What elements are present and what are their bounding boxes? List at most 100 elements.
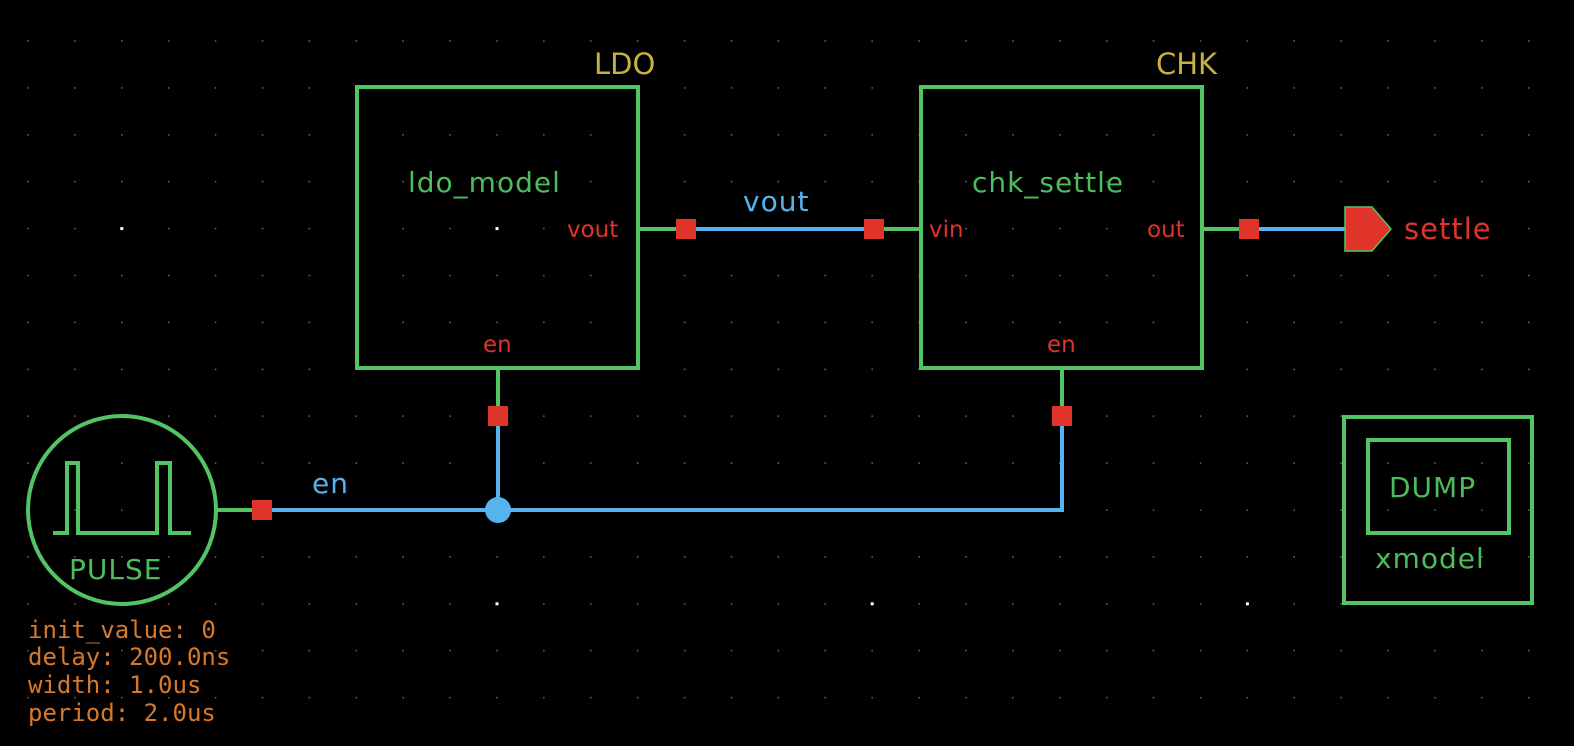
dump-outer-box[interactable] <box>1342 415 1534 605</box>
grid-dot <box>1340 556 1342 558</box>
grid-dot <box>261 462 264 464</box>
instance-ldo[interactable]: LDO ldo_model vout en <box>355 47 686 416</box>
grid-dot <box>871 556 873 558</box>
grid-dot <box>730 40 733 42</box>
grid-dot <box>308 87 311 89</box>
grid-dot <box>1012 462 1014 464</box>
grid-dot <box>1481 321 1483 324</box>
grid-dot <box>1152 649 1155 652</box>
grid-dot <box>27 603 29 605</box>
grid-dot <box>1059 40 1061 42</box>
grid-dot <box>730 274 733 277</box>
grid-dot <box>871 649 873 652</box>
grid-dot <box>1481 274 1483 277</box>
grid-dot <box>402 462 404 464</box>
instance-pulse[interactable]: PULSE init_value: 0 delay: 200.0ns width… <box>26 414 262 727</box>
grid-dot <box>27 180 29 183</box>
grid-dot <box>543 180 545 183</box>
grid-dot <box>27 556 29 558</box>
grid-dot <box>1293 134 1295 136</box>
grid-dot <box>1434 87 1436 89</box>
grid-dot <box>730 603 733 605</box>
instance-name-ldo: LDO <box>594 47 655 81</box>
grid-dot <box>214 649 217 652</box>
grid-dot <box>27 368 29 371</box>
grid-dot <box>1152 696 1155 699</box>
grid-dot <box>1528 556 1530 558</box>
grid-dot <box>824 180 826 183</box>
grid-dot <box>1106 227 1108 230</box>
grid-dot <box>543 134 545 136</box>
grid-dot <box>1387 556 1389 558</box>
pin-marker-ldo-en[interactable] <box>488 406 508 426</box>
dump-label: DUMP <box>1389 471 1476 504</box>
grid-dot <box>1481 87 1483 89</box>
net-label-en: en <box>312 467 349 500</box>
grid-dot <box>1481 134 1483 136</box>
wire-en-main[interactable] <box>262 416 1064 512</box>
grid-dot <box>449 134 451 136</box>
grid-dot <box>27 321 29 324</box>
net-vout[interactable]: vout <box>686 185 874 231</box>
grid-dot <box>121 556 123 558</box>
grid-dot <box>1059 603 1061 605</box>
pin-marker-ldo-vout[interactable] <box>676 219 696 239</box>
grid-dot <box>1246 649 1249 652</box>
grid-dot <box>1387 696 1389 699</box>
grid-dot <box>871 180 873 183</box>
port-settle[interactable]: settle <box>1344 206 1492 252</box>
grid-dot <box>214 368 217 371</box>
grid-dot <box>1528 134 1530 136</box>
grid-major-dot <box>870 602 874 606</box>
grid-dot <box>1481 649 1483 652</box>
grid-dot <box>1152 40 1155 42</box>
grid-dot <box>214 227 217 230</box>
grid-dot <box>1340 40 1342 42</box>
pin-marker-chk-vin[interactable] <box>864 219 884 239</box>
grid-dot <box>167 415 170 417</box>
grid-dot <box>261 227 264 230</box>
grid-dot <box>1528 321 1530 324</box>
grid-dot <box>777 649 780 652</box>
grid-dot <box>355 556 358 558</box>
grid-dot <box>590 415 592 417</box>
pin-marker-chk-en[interactable] <box>1052 406 1072 426</box>
grid-dot <box>1481 40 1483 42</box>
grid-dot <box>1246 321 1249 324</box>
grid-dot <box>261 134 264 136</box>
grid-dot <box>1106 180 1108 183</box>
grid-dot <box>1481 368 1483 371</box>
grid-dot <box>730 134 733 136</box>
grid-dot <box>1152 180 1155 183</box>
grid-dot <box>1528 274 1530 277</box>
instance-chk[interactable]: CHK chk_settle vin out en <box>874 47 1249 416</box>
output-pin-icon[interactable] <box>1344 206 1392 252</box>
pin-marker-pulse-out[interactable] <box>252 500 272 520</box>
grid-dot <box>1012 180 1014 183</box>
instance-dump[interactable]: DUMP xmodel <box>1342 415 1534 605</box>
grid-dot <box>402 227 404 230</box>
grid-dot <box>214 415 217 417</box>
grid-dot <box>1199 415 1202 417</box>
grid-dot <box>965 274 967 277</box>
grid-dot <box>590 649 592 652</box>
grid-dot <box>918 40 920 42</box>
grid-dot <box>27 134 29 136</box>
grid-dot <box>918 696 920 699</box>
grid-dot <box>1340 321 1342 324</box>
grid-dot <box>590 603 592 605</box>
grid-dot <box>1528 40 1530 42</box>
grid-dot <box>167 180 170 183</box>
grid-dot <box>1293 368 1295 371</box>
grid-dot <box>167 603 170 605</box>
grid-dot <box>871 368 873 371</box>
grid-dot <box>261 696 264 699</box>
grid-dot <box>1387 509 1389 511</box>
net-en[interactable]: en <box>262 416 1064 523</box>
grid-dot <box>1199 509 1202 511</box>
pin-marker-chk-out[interactable] <box>1239 219 1259 239</box>
grid-dot <box>1434 134 1436 136</box>
grid-dot <box>449 321 451 324</box>
grid-dot <box>167 40 170 42</box>
